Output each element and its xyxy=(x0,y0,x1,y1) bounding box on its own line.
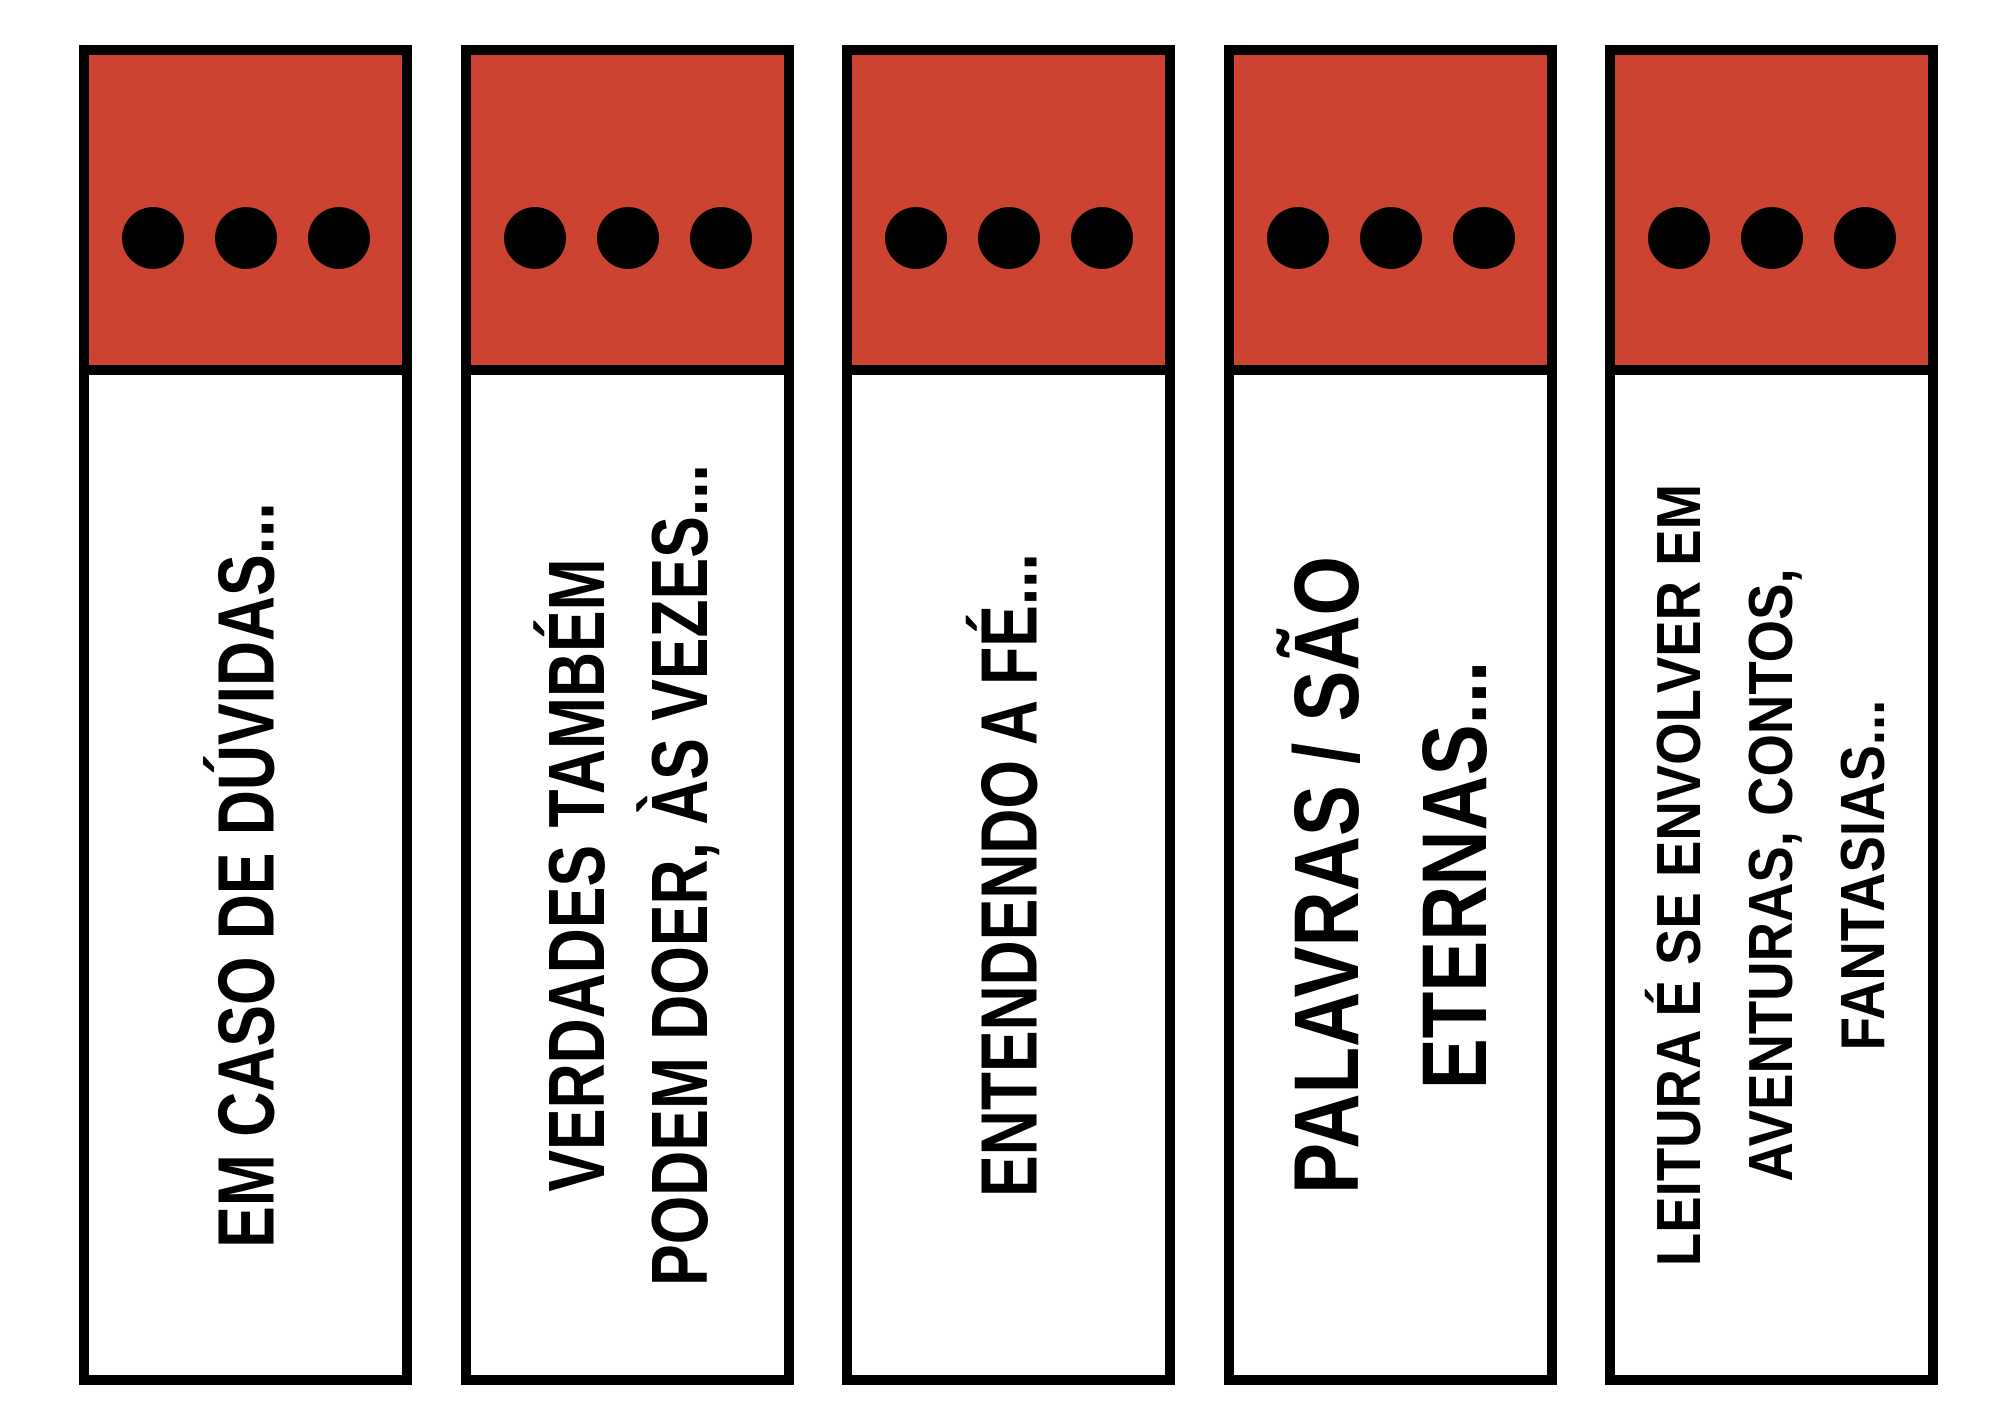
card-body: PALAVRAS / SÃO ETERNAS... xyxy=(1224,365,1557,1385)
title-line: PODEM DOER, ÀS VEZES... xyxy=(634,464,724,1286)
dot-icon xyxy=(1453,207,1515,269)
title-line: ETERNAS... xyxy=(1403,660,1506,1090)
card-header xyxy=(1224,45,1557,375)
dot-icon xyxy=(1360,207,1422,269)
card-header xyxy=(842,45,1175,375)
dot-icon xyxy=(1741,207,1803,269)
card-body: LEITURA É SE ENVOLVER EM AVENTURAS, CONT… xyxy=(1605,365,1938,1385)
label-card: VERDADES TAMBÉM PODEM DOER, ÀS VEZES... xyxy=(461,45,794,1385)
title-line: VERDADES TAMBÉM xyxy=(531,558,621,1192)
title-line: LEITURA É SE ENVOLVER EM xyxy=(1644,483,1714,1267)
dot-icon xyxy=(308,207,370,269)
dot-icon xyxy=(597,207,659,269)
card-body: VERDADES TAMBÉM PODEM DOER, ÀS VEZES... xyxy=(461,365,794,1385)
dot-icon xyxy=(885,207,947,269)
dot-icon xyxy=(504,207,566,269)
title-line: ENTENDENDO A FÉ... xyxy=(964,553,1053,1197)
card-title: EM CASO DE DÚVIDAS... xyxy=(194,375,297,1375)
card-header xyxy=(1605,45,1938,375)
label-card: ENTENDENDO A FÉ... xyxy=(842,45,1175,1385)
dot-icon xyxy=(1834,207,1896,269)
card-header xyxy=(79,45,412,375)
dot-icon xyxy=(1071,207,1133,269)
dot-icon xyxy=(215,207,277,269)
dot-icon xyxy=(1648,207,1710,269)
card-title: ENTENDENDO A FÉ... xyxy=(957,375,1060,1375)
dot-icon xyxy=(690,207,752,269)
card-title: PALAVRAS / SÃO ETERNAS... xyxy=(1263,375,1519,1375)
label-card: PALAVRAS / SÃO ETERNAS... xyxy=(1224,45,1557,1385)
card-body: EM CASO DE DÚVIDAS... xyxy=(79,365,412,1385)
card-title: VERDADES TAMBÉM PODEM DOER, ÀS VEZES... xyxy=(525,375,731,1375)
card-header xyxy=(461,45,794,375)
card-title: LEITURA É SE ENVOLVER EM AVENTURAS, CONT… xyxy=(1634,375,1910,1375)
label-card: LEITURA É SE ENVOLVER EM AVENTURAS, CONT… xyxy=(1605,45,1938,1385)
dot-icon xyxy=(1267,207,1329,269)
title-line: FANTASIAS... xyxy=(1828,699,1898,1051)
dot-icon xyxy=(122,207,184,269)
card-body: ENTENDENDO A FÉ... xyxy=(842,365,1175,1385)
title-line: EM CASO DE DÚVIDAS... xyxy=(201,502,290,1248)
title-line: PALAVRAS / SÃO xyxy=(1275,556,1378,1194)
title-line: AVENTURAS, CONTOS, xyxy=(1736,568,1806,1182)
dot-icon xyxy=(978,207,1040,269)
label-card: EM CASO DE DÚVIDAS... xyxy=(79,45,412,1385)
